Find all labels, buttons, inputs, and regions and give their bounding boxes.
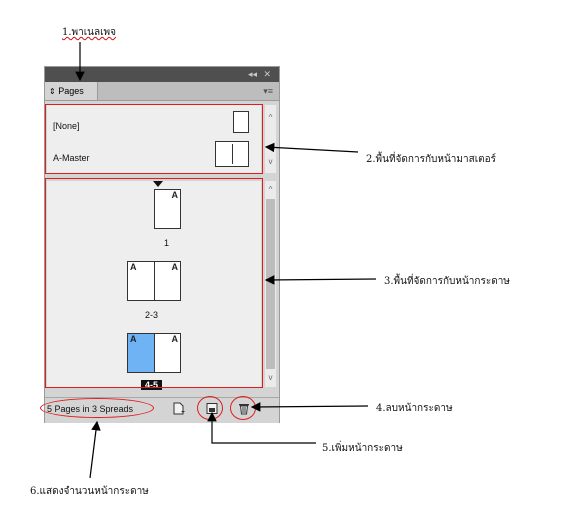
spread-thumbnail-4-5[interactable]: A A (127, 333, 181, 373)
page-master-prefix: A (171, 190, 179, 200)
close-icon[interactable]: ✕ (263, 69, 271, 79)
page-label-4-5: 4-5 (141, 380, 163, 390)
spread-thumbnail-2-3[interactable]: A A (127, 261, 181, 301)
pages-panel: ◂◂ ✕ ⇕ Pages ▾≡ [None] A-Master ^ v A 1 … (44, 66, 280, 423)
page-master-prefix: A (130, 334, 137, 344)
scroll-up-icon[interactable]: ^ (268, 113, 273, 122)
master-thumbnail-none[interactable] (233, 111, 249, 133)
master-scrollbar[interactable]: ^ v (265, 105, 276, 173)
master-item-none[interactable]: [None] (53, 121, 80, 131)
page-label-1: 1 (164, 238, 170, 248)
panel-titlebar[interactable]: ◂◂ ✕ (45, 67, 279, 82)
panel-tab-row: ⇕ Pages ▾≡ (45, 82, 279, 101)
trash-icon[interactable] (237, 402, 251, 415)
master-item-a-master[interactable]: A-Master (53, 153, 90, 163)
document-pages-area: A 1 A A 2-3 A A 4-5 (47, 181, 261, 390)
callout-new-page: 5.เพิ่มหน้ากระดาษ (322, 443, 403, 454)
callout-pages-area: 3.พื้นที่จัดการกับหน้ากระดาษ (384, 276, 510, 287)
tab-pages-label: Pages (58, 86, 84, 96)
page-thumbnail-1[interactable]: A (154, 189, 181, 229)
callout-master-area: 2.พื้นที่จัดการกับหน้ามาสเตอร์ (366, 154, 496, 165)
master-thumbnail-a-master[interactable] (215, 141, 249, 167)
selected-page-highlight (128, 334, 154, 372)
scroll-down-icon[interactable]: v (268, 373, 273, 382)
page-master-prefix: A (171, 334, 179, 344)
scroll-up-icon[interactable]: ^ (268, 185, 273, 194)
page-master-prefix: A (130, 262, 137, 272)
page-size-icon[interactable] (172, 402, 186, 415)
callout-page-count: 6.แสดงจำนวนหน้ากระดาษ (30, 486, 149, 497)
master-pages-area: [None] A-Master (47, 105, 261, 173)
panel-statusbar: 5 Pages in 3 Spreads (45, 397, 279, 423)
insert-marker-icon (153, 181, 163, 187)
tab-pages[interactable]: ⇕ Pages (45, 82, 98, 100)
callout-pages-panel: 1.พาเนลเพจ (62, 27, 116, 38)
page-label-2-3: 2-3 (145, 310, 159, 320)
page-count-status: 5 Pages in 3 Spreads (47, 404, 134, 414)
scroll-down-icon[interactable]: v (268, 157, 273, 166)
callout-delete-page: 4.ลบหน้ากระดาษ (376, 403, 453, 414)
page-master-prefix: A (171, 262, 179, 272)
panel-menu-icon[interactable]: ▾≡ (263, 86, 273, 96)
sort-arrows-icon: ⇕ (49, 87, 56, 96)
double-chevron-left-icon[interactable]: ◂◂ (247, 69, 257, 79)
